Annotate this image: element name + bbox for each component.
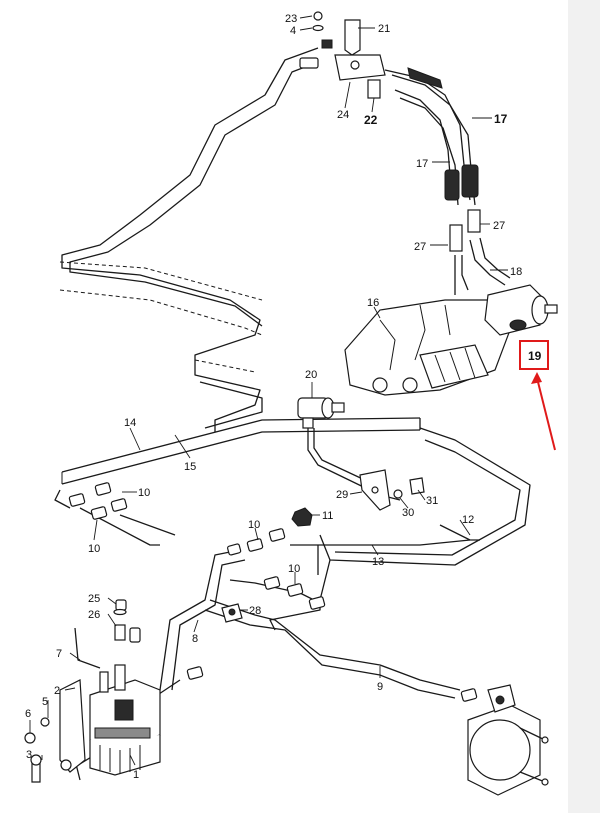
callout-25: 25 xyxy=(88,593,100,605)
top-bracket-assembly xyxy=(299,11,386,99)
callout-21: 21 xyxy=(378,23,390,35)
callout-7: 7 xyxy=(56,648,62,660)
highlight-box-19 xyxy=(519,340,549,370)
leader-lines xyxy=(29,15,508,766)
line-fittings xyxy=(68,482,478,702)
callout-10-a: 10 xyxy=(138,487,150,499)
callout-8: 8 xyxy=(192,633,198,645)
brake-hoses-17 xyxy=(384,67,481,252)
brake-booster-unit-1 xyxy=(24,599,161,783)
valve-20 xyxy=(297,397,401,501)
callout-3: 3 xyxy=(26,749,32,761)
callout-10-c: 10 xyxy=(248,519,260,531)
callout-29: 29 xyxy=(336,489,348,501)
callout-5: 5 xyxy=(42,696,48,708)
clip-28 xyxy=(221,603,243,623)
callout-22: 22 xyxy=(364,113,378,127)
callout-28: 28 xyxy=(249,605,261,617)
lines-14-15 xyxy=(54,417,421,546)
callout-11: 11 xyxy=(322,510,333,522)
callout-17-lower: 17 xyxy=(416,158,428,170)
callout-24: 24 xyxy=(337,109,349,121)
callout-6: 6 xyxy=(25,708,31,720)
highlight-annotation xyxy=(519,340,556,451)
callout-19: 19 xyxy=(528,349,542,363)
callout-27-right: 27 xyxy=(493,220,505,232)
callout-16: 16 xyxy=(367,297,379,309)
callout-18: 18 xyxy=(510,266,522,278)
highlight-arrow xyxy=(536,377,556,451)
callout-26: 26 xyxy=(88,609,100,621)
callout-12: 12 xyxy=(462,514,474,526)
arrowhead-icon xyxy=(531,372,542,384)
line-18 xyxy=(454,237,511,295)
callout-14: 14 xyxy=(124,417,136,429)
callout-4: 4 xyxy=(290,25,296,37)
callout-13: 13 xyxy=(372,556,384,568)
callout-20: 20 xyxy=(305,369,317,381)
callout-15: 15 xyxy=(184,461,196,473)
callout-31: 31 xyxy=(426,495,438,507)
accumulator xyxy=(467,684,549,796)
master-cylinder-16 xyxy=(344,299,511,396)
callout-10-d: 10 xyxy=(288,563,300,575)
callout-23: 23 xyxy=(285,13,297,25)
callout-27-left: 27 xyxy=(414,241,426,253)
lines-12-13 xyxy=(269,427,531,631)
right-gutter xyxy=(568,0,600,813)
callout-30: 30 xyxy=(402,507,414,519)
callout-1: 1 xyxy=(133,769,139,781)
callout-labels: 23 4 21 24 22 17 17 27 27 18 16 19 20 14… xyxy=(25,13,542,781)
callout-17-upper: 17 xyxy=(494,112,508,126)
callout-2: 2 xyxy=(54,685,60,697)
pressure-regulator-19 xyxy=(484,284,558,336)
callout-10-b: 10 xyxy=(88,543,100,555)
bracket-29 xyxy=(359,469,425,511)
callout-9: 9 xyxy=(377,681,383,693)
rear-brake-lines xyxy=(59,47,319,432)
